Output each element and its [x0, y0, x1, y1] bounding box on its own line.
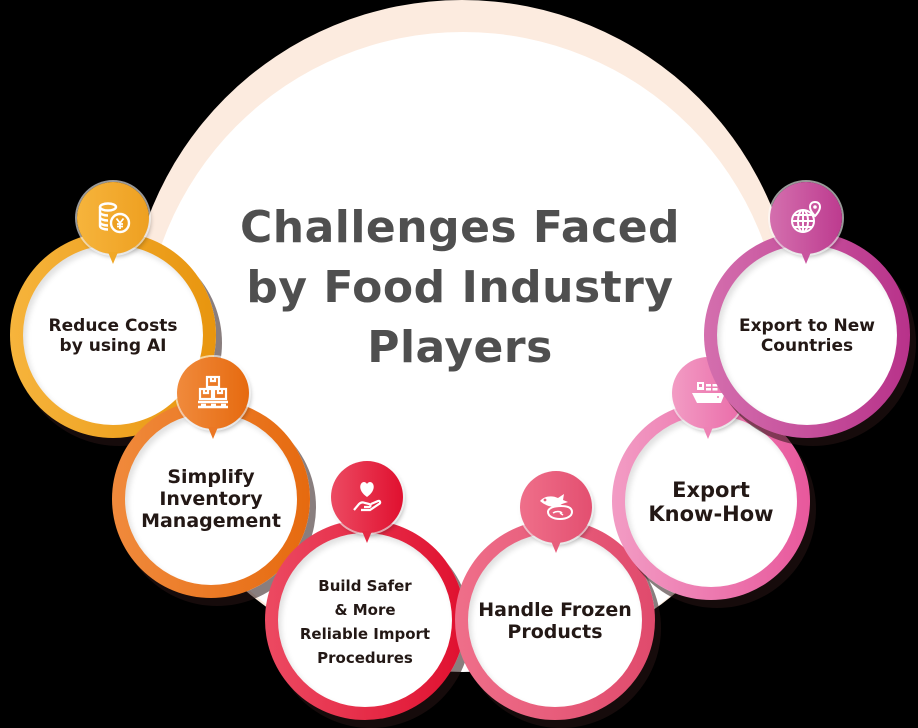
challenge-build-safer-import: Build Safer & More Reliable Import Proce… — [265, 520, 465, 720]
challenge-export-new-countries-body: Export to New Countries — [717, 245, 897, 425]
heart-hand-icon — [331, 461, 403, 543]
challenge-export-know-how-body: Export Know-How — [625, 415, 797, 587]
challenge-reduce-costs-body: Reduce Costs by using AI — [23, 245, 203, 425]
challenge-label: Simplify Inventory Management — [141, 466, 281, 532]
challenge-export-know-how: Export Know-How — [612, 402, 810, 600]
boxes-pallet-icon — [177, 357, 249, 439]
challenge-simplify-inventory-body: Simplify Inventory Management — [125, 413, 297, 585]
page-title: Challenges Faced by Food Industry Player… — [190, 198, 730, 378]
challenge-label: Build Safer & More Reliable Import Proce… — [299, 577, 431, 667]
coins-yen-icon — [77, 182, 149, 264]
challenge-handle-frozen: Handle Frozen Products — [455, 520, 655, 720]
title-line-3: Players — [367, 322, 553, 373]
challenge-build-safer-import-body: Build Safer & More Reliable Import Proce… — [278, 533, 452, 707]
challenge-handle-frozen-body: Handle Frozen Products — [468, 533, 642, 707]
challenge-label: Reduce Costs by using AI — [48, 316, 178, 356]
challenge-label: Handle Frozen Products — [478, 599, 632, 643]
title-line-2: by Food Industry — [246, 262, 674, 313]
challenge-label: Export Know-How — [648, 477, 774, 526]
challenge-simplify-inventory: Simplify Inventory Management — [112, 400, 310, 598]
challenge-export-new-countries: Export to New Countries — [704, 232, 910, 438]
globe-pin-icon — [770, 182, 842, 264]
title-line-1: Challenges Faced — [239, 202, 681, 253]
fish-meat-icon — [520, 471, 592, 553]
challenge-label: Export to New Countries — [738, 316, 876, 356]
